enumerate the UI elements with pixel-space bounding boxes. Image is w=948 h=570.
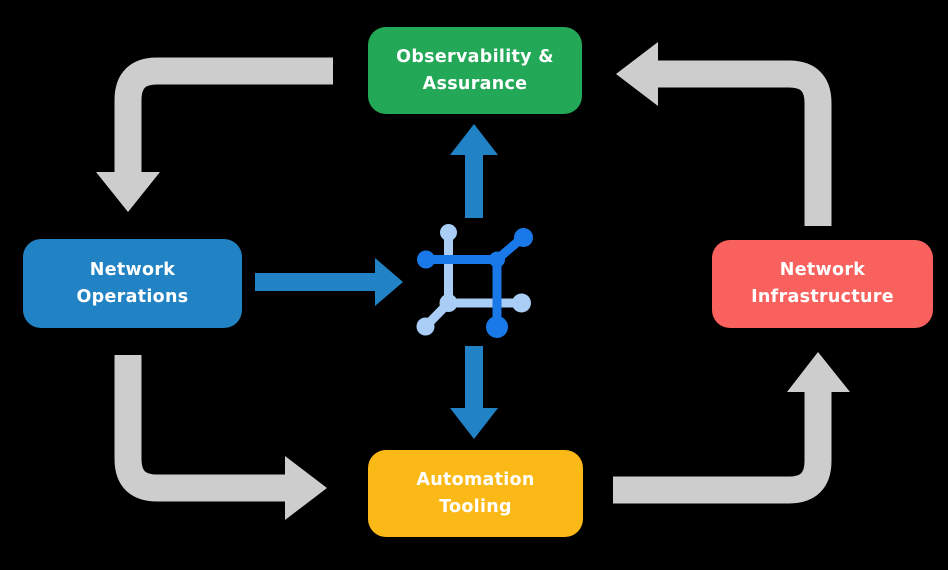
flow-arrow-center-to-observability (450, 124, 498, 218)
node-observability-assurance-label: Observability & Assurance (396, 46, 554, 94)
node-network-operations-label: Network Operations (76, 259, 189, 307)
node-network-infrastructure-label: Network Infrastructure (751, 260, 894, 307)
cycle-arrow-infrastructure-to-observability (616, 42, 832, 226)
cycle-arrow-operations-to-automation (114, 355, 327, 520)
cycle-arrow-observability-to-operations (96, 57, 333, 212)
node-observability-assurance: Observability & Assurance (368, 27, 582, 114)
node-automation-tooling-label: Automation Tooling (416, 469, 535, 517)
node-network-operations: Network Operations (23, 239, 242, 328)
network-hub-icon (416, 224, 533, 338)
cycle-arrow-automation-to-infrastructure (613, 352, 850, 504)
node-network-infrastructure: Network Infrastructure (712, 240, 933, 328)
flow-arrow-center-to-automation (450, 346, 498, 439)
flow-arrow-operations-to-center (255, 258, 403, 306)
node-automation-tooling: Automation Tooling (368, 450, 583, 537)
